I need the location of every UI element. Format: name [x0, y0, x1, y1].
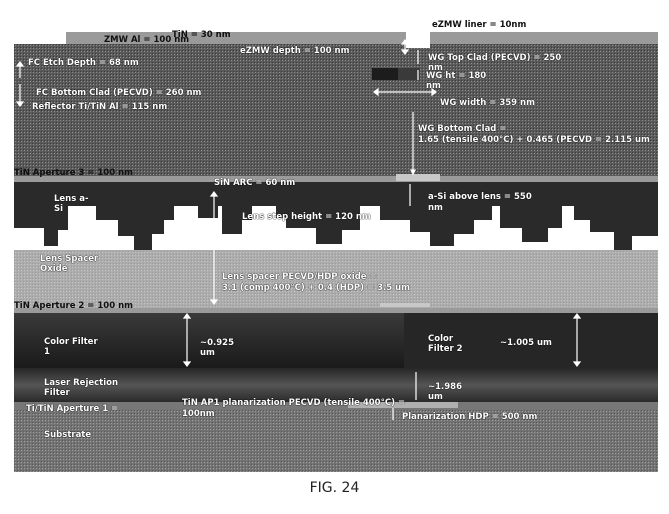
label-lens-asi-1: Lens a- — [54, 194, 89, 204]
label-fc-etch-depth: FC Etch Depth = 68 nm — [28, 58, 139, 68]
label-lrf-thickness-1: ~1.986 — [428, 382, 463, 392]
label-substrate: Substrate — [44, 430, 92, 440]
sin-arc-bar — [396, 174, 440, 181]
dimension-arrows — [15, 39, 582, 420]
label-lens-asi-2: Si — [54, 204, 64, 214]
label-wg-bottom-clad-1: WG Bottom Clad = — [418, 124, 507, 134]
color-filter-1 — [14, 313, 404, 368]
label-ezmw-liner: eZMW liner = 10nm — [432, 20, 527, 30]
label-color-filter-1-a: Color Filter — [44, 337, 98, 347]
label-tin-ap1-planarization-2: 100nm — [182, 409, 215, 419]
label-asi-above-lens-1: a-Si above lens = 550 — [428, 192, 532, 202]
color-filter-2 — [404, 313, 658, 370]
label-color-filter-2-b: Filter 2 — [428, 344, 463, 354]
lens-asi-region — [14, 182, 658, 206]
label-lens-spacer-oxide-2: Oxide — [40, 264, 68, 274]
label-tin-ap1-planarization-1: TiN AP1 planarization PECVD (tensile 400… — [182, 398, 406, 408]
label-tin-aperture-2: TiN Aperture 2 = 100 nm — [14, 301, 133, 311]
waveguide-core-edge — [398, 68, 420, 80]
planarization-bar — [348, 402, 458, 408]
tin-aperture-3-layer — [14, 176, 658, 182]
label-cf2-thickness: ~1.005 um — [500, 338, 552, 348]
label-lens-spacer-oxide-1: Lens Spacer — [40, 254, 99, 264]
label-wg-ht-unit: nm — [426, 81, 441, 91]
label-ezmw-depth: eZMW depth = 100 nm — [240, 46, 350, 56]
laser-rejection-filter — [14, 368, 658, 402]
label-tin-30: TiN = 30 nm — [172, 30, 231, 40]
label-asi-above-lens-2: nm — [428, 203, 443, 213]
zmw-al-right — [430, 32, 658, 44]
label-wg-top-clad: WG Top Clad (PECVD) = 250 — [428, 53, 562, 63]
label-wg-bottom-clad-2: 1.65 (tensile 400°C) + 0.465 (PECVD = 2.… — [418, 135, 650, 145]
label-laser-rejection-1: Laser Rejection — [44, 378, 119, 388]
label-cf1-thickness-1: ~0.925 — [200, 338, 235, 348]
label-lrf-thickness-2: um — [428, 392, 443, 402]
label-tin-aperture-3: TiN Aperture 3 = 100 nm — [14, 168, 133, 178]
label-zmw-al: ZMW Al = 100 nm — [104, 35, 190, 45]
lens-spacer-oxide — [14, 250, 658, 308]
label-tin-aperture-1: Ti/TiN Aperture 1 = — [26, 404, 119, 414]
zmw-al-layer — [66, 32, 406, 44]
label-wg-ht: WG ht = 180 — [426, 71, 487, 81]
label-fc-bottom-clad: FC Bottom Clad (PECVD) = 260 nm — [36, 88, 202, 98]
top-air — [14, 28, 66, 46]
tin-aperture-2-layer — [14, 308, 658, 313]
label-lens-spacer-pecvd-1: Lens spacer PECVD/HDP oxide = — [222, 272, 377, 282]
lens-steps — [14, 206, 658, 250]
figure-caption: FIG. 24 — [309, 480, 360, 496]
label-color-filter-2-a: Color — [428, 334, 454, 344]
label-lens-step-height: Lens step height = 120 nm — [242, 212, 371, 222]
label-reflector: Reflector Ti/TiN Al = 115 nm — [32, 102, 168, 112]
label-wg-top-clad-unit: nm — [428, 63, 443, 73]
upper-cladding — [14, 44, 658, 180]
tin-aperture-1-layer — [14, 402, 658, 410]
ezmw-well — [406, 28, 430, 48]
substrate — [14, 410, 658, 472]
tin-aperture-2-bar — [380, 303, 430, 307]
label-cf1-thickness-2: um — [200, 348, 215, 358]
label-laser-rejection-2: Filter — [44, 388, 70, 398]
label-wg-width: WG width = 359 nm — [440, 98, 535, 108]
label-sin-arc: SiN ARC = 60 nm — [214, 178, 296, 188]
label-lens-spacer-pecvd-2: 3.1 (comp 400°C) + 0.4 (HDP) = 3.5 um — [222, 283, 410, 293]
label-planarization-hdp: Planarization HDP = 500 nm — [402, 412, 538, 422]
label-color-filter-1-b: 1 — [44, 347, 50, 357]
